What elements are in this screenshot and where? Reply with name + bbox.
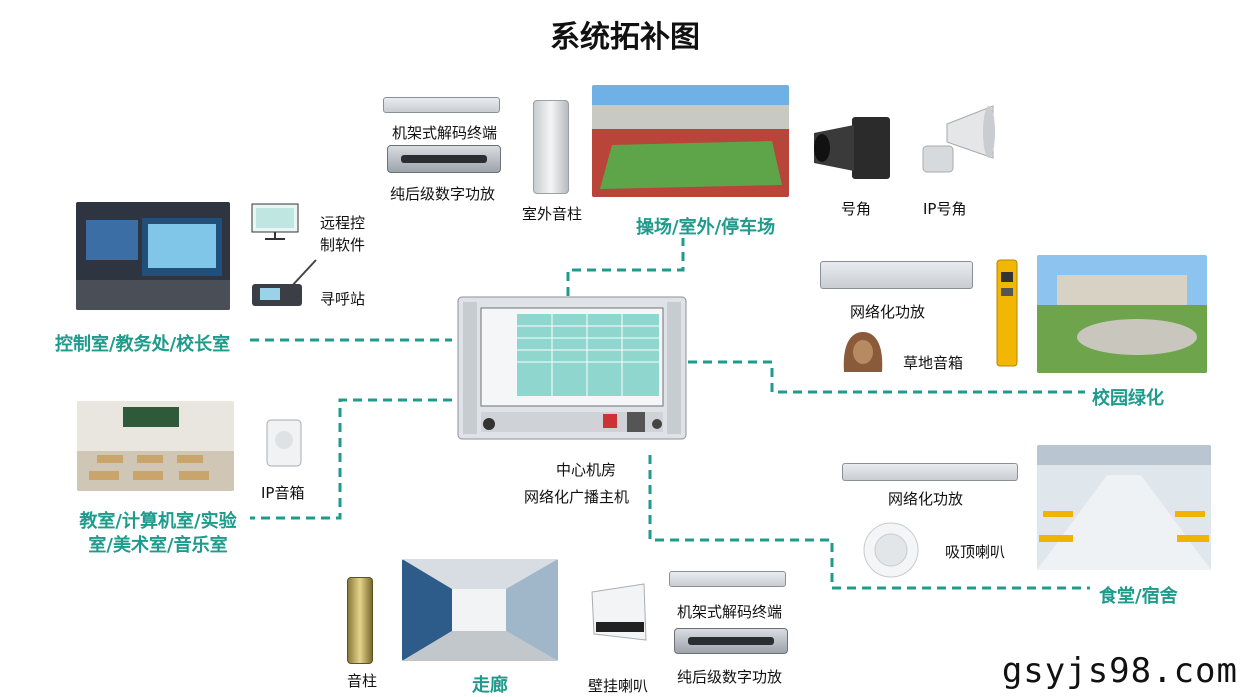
playground-photo [592, 85, 789, 197]
ip-horn-label: IP号角 [923, 200, 967, 218]
lawn-speaker-label: 草地音箱 [903, 354, 964, 372]
classroom-image [77, 401, 234, 491]
network-broadcast-host [457, 296, 687, 440]
zone-campus: 校园绿化 [1092, 388, 1164, 409]
network-amp-right-label: 网络化功放 [850, 303, 926, 321]
rack-decoder-top-label: 机架式解码终端 [392, 124, 498, 142]
broadcast-host-icon [457, 296, 687, 440]
ceiling-speaker-icon [862, 521, 920, 579]
zone-canteen: 食堂/宿舍 [1099, 586, 1178, 607]
outdoor-column-label: 室外音柱 [522, 205, 583, 223]
network-amp-canteen-label: 网络化功放 [888, 490, 964, 508]
canteen-image [1037, 445, 1211, 570]
link-campus [688, 360, 1085, 394]
center-label-2: 网络化广播主机 [524, 488, 630, 506]
post-amp-bottom-icon [674, 628, 788, 654]
ip-horn-icon [917, 102, 997, 178]
watermark: gsyjs98.com [1001, 651, 1238, 691]
corridor-photo [402, 559, 558, 661]
link-playground [566, 238, 685, 296]
ip-speaker-icon [265, 418, 303, 468]
zone-classroom: 教室/计算机室/实验室/美术室/音乐室 [79, 511, 237, 556]
playground-image [592, 85, 789, 197]
column-speaker-label: 音柱 [347, 672, 378, 690]
rack-decoder-bottom-label: 机架式解码终端 [677, 603, 783, 621]
ip-speaker-label: IP音箱 [261, 484, 305, 502]
network-amp-right-icon [820, 261, 973, 289]
monitor-icon [250, 202, 300, 242]
control-room-image [76, 202, 230, 310]
wall-speaker-icon [588, 582, 650, 644]
link-classroom [250, 398, 452, 520]
page-title: 系统拓补图 [550, 20, 700, 55]
zone-corridor: 走廊 [472, 675, 508, 696]
horn-label: 号角 [841, 200, 872, 218]
network-amp-canteen-icon [842, 463, 1018, 481]
horn-icon [808, 115, 892, 181]
canteen-photo [1037, 445, 1211, 570]
post-amp-top-icon [387, 145, 501, 173]
ceiling-speaker-label: 吸顶喇叭 [945, 543, 1006, 561]
campus-photo [1037, 255, 1207, 373]
center-label-1: 中心机房 [556, 461, 617, 479]
outdoor-column-icon [533, 100, 569, 194]
campus-image [1037, 255, 1207, 373]
control-room-photo [76, 202, 230, 310]
remote-software-label: 远程控制软件 [320, 214, 366, 254]
lawn-speaker-icon [840, 330, 886, 374]
paging-station-label: 寻呼站 [320, 290, 366, 308]
paging-station-icon [250, 258, 322, 310]
pillar-terminal-icon [993, 258, 1021, 370]
rack-decoder-bottom-icon [669, 571, 786, 587]
column-speaker-icon [347, 577, 373, 664]
zone-control-room: 控制室/教务处/校长室 [55, 334, 231, 355]
rack-decoder-top-icon [383, 97, 500, 113]
classroom-photo [77, 401, 234, 491]
post-amp-top-label: 纯后级数字功放 [390, 185, 496, 203]
zone-playground: 操场/室外/停车场 [636, 217, 776, 238]
corridor-image [402, 559, 558, 661]
wall-speaker-label: 壁挂喇叭 [588, 677, 649, 695]
post-amp-bottom-label: 纯后级数字功放 [677, 668, 783, 686]
